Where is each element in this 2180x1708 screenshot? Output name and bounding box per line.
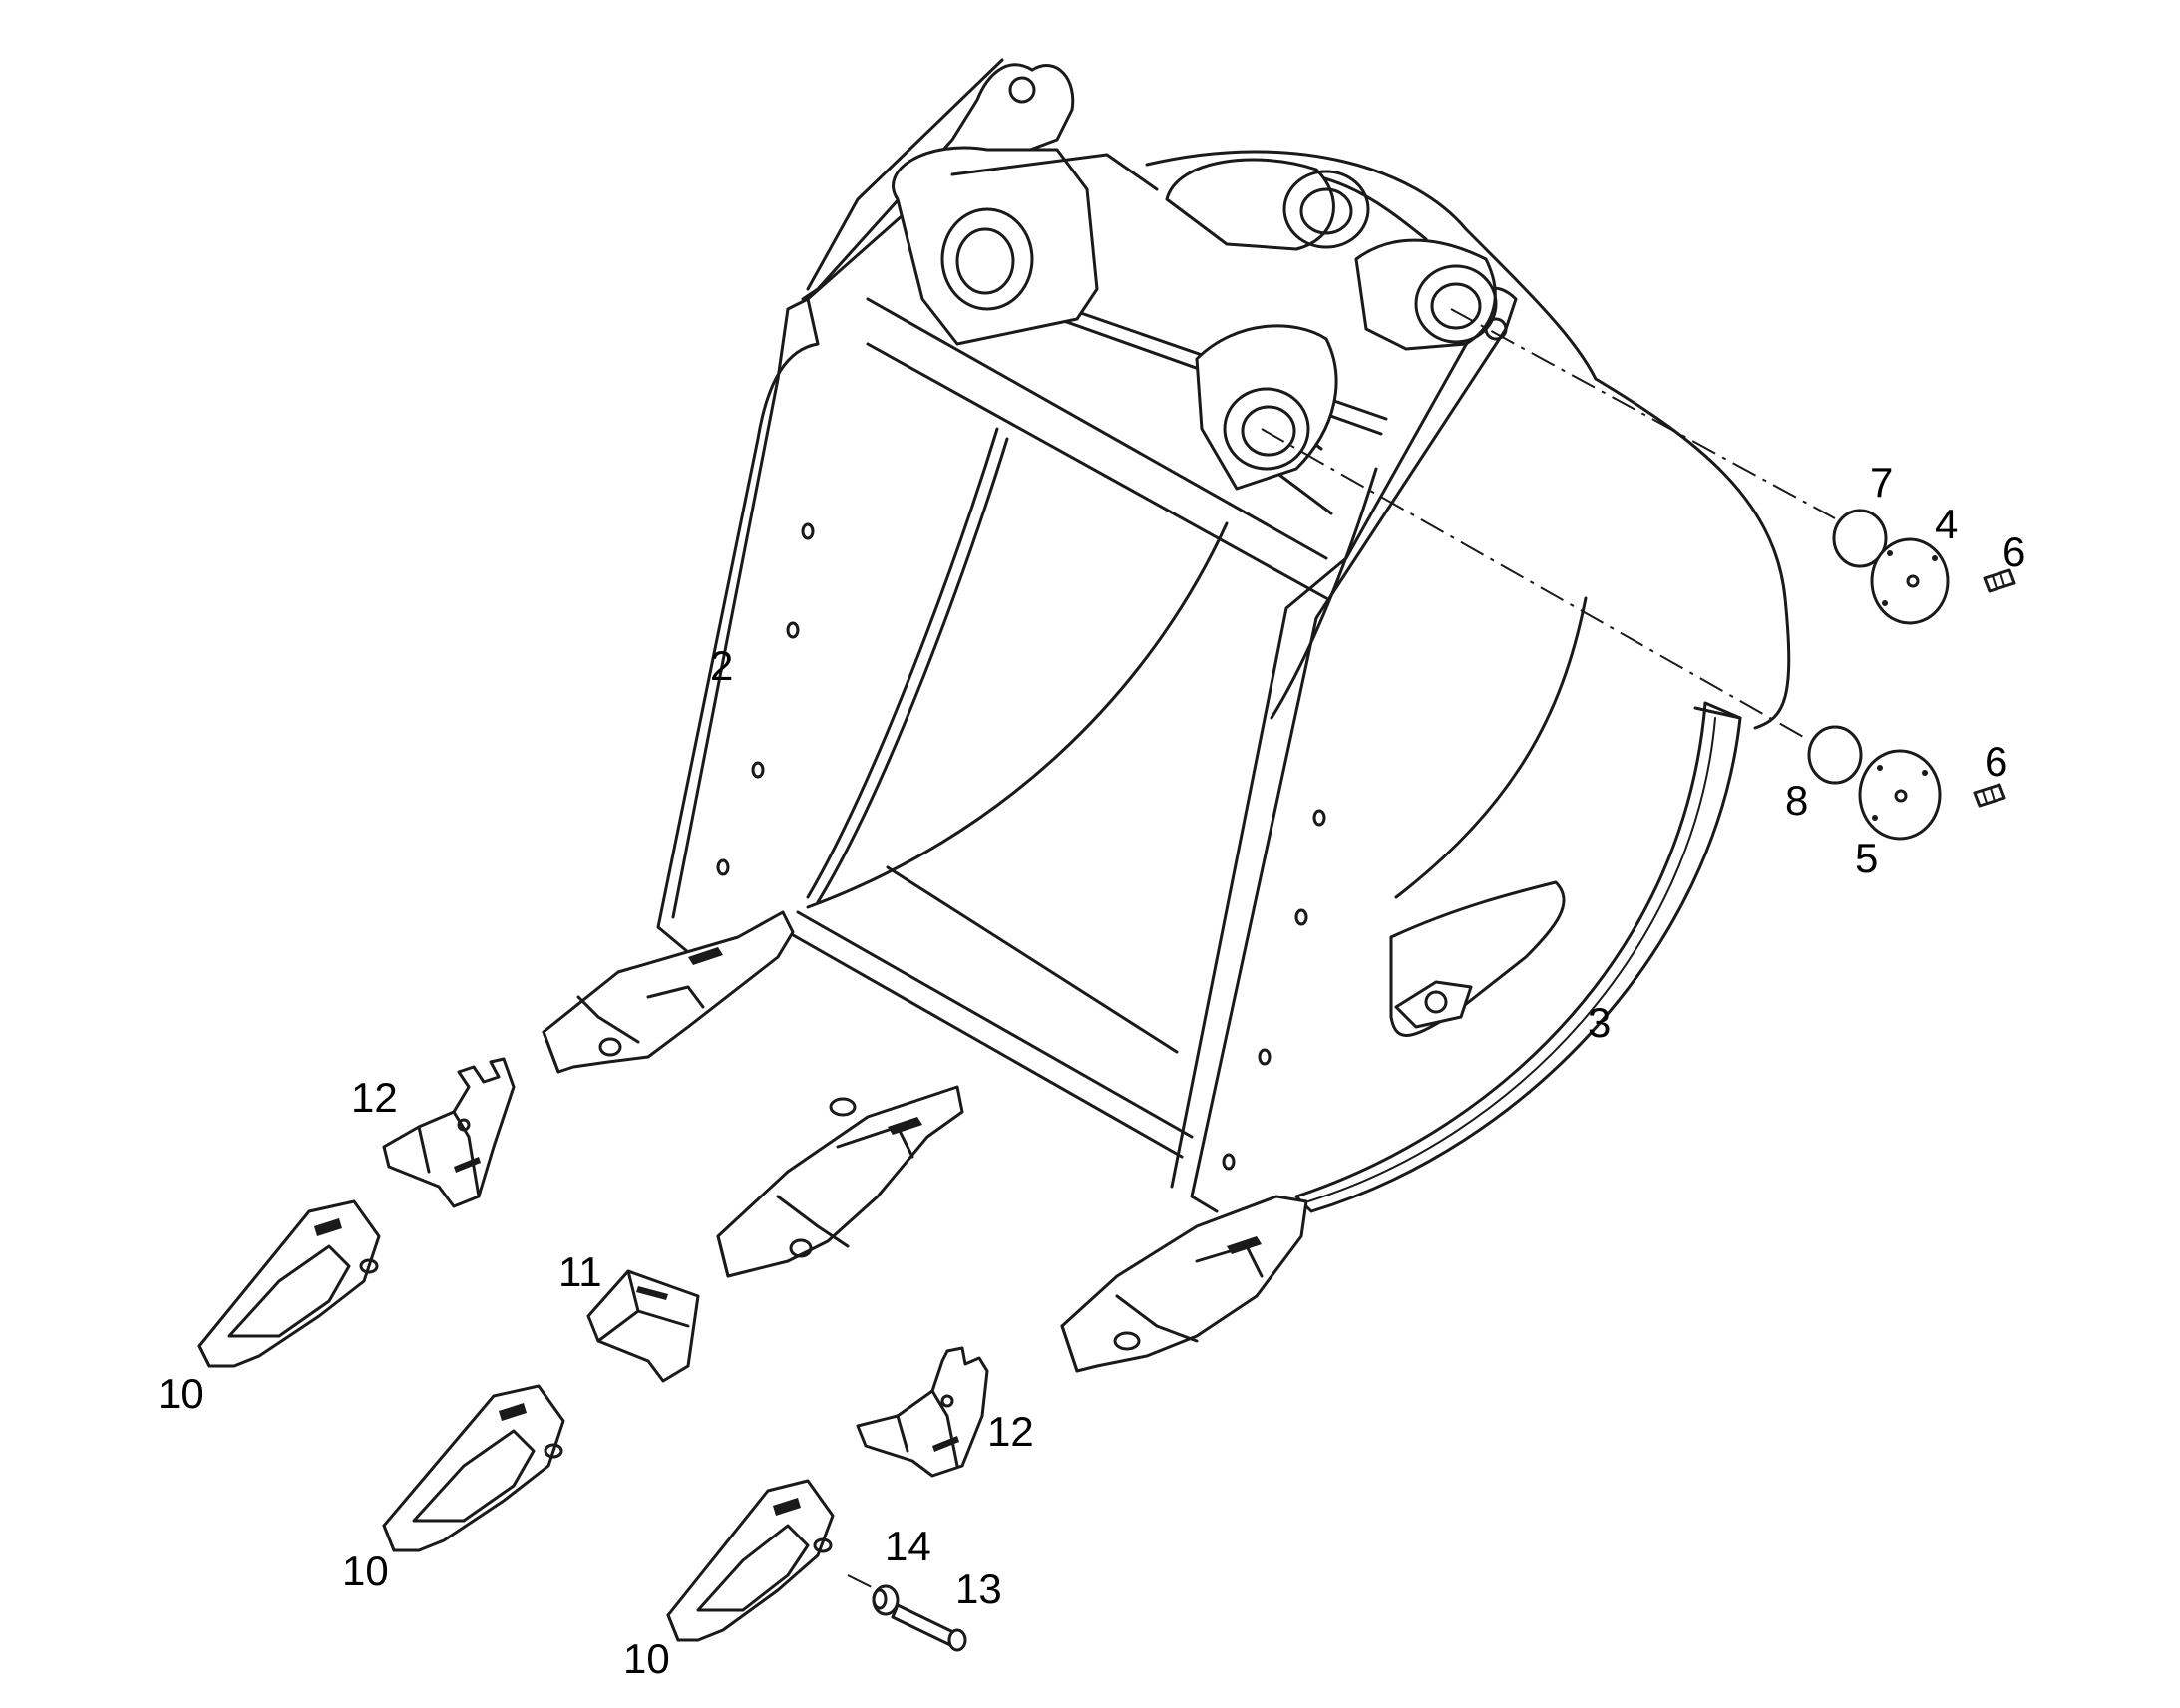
mounted-tooth-center — [716, 1085, 964, 1278]
part-7-o-ring — [1832, 509, 1888, 568]
part-4-cover-plate — [1870, 537, 1950, 625]
callout-8: 8 — [1785, 777, 1808, 824]
part-10-tooth-2 — [382, 1384, 565, 1552]
part-10-tooth-3 — [666, 1479, 835, 1642]
callout-4: 4 — [1935, 501, 1958, 547]
part-5-cover-plate — [1858, 749, 1942, 841]
callout-12-upper: 12 — [351, 1074, 398, 1121]
callout-13: 13 — [955, 1565, 1002, 1612]
part-14-retainer — [872, 1584, 900, 1616]
callout-6-upper: 6 — [2002, 528, 2025, 575]
bucket-body — [656, 58, 1791, 1213]
callout-10-a: 10 — [158, 1370, 204, 1417]
mounted-tooth-left — [542, 910, 795, 1074]
part-12-adapter-upper — [382, 1057, 516, 1208]
callout-2: 2 — [710, 642, 733, 689]
callout-10-b: 10 — [342, 1547, 389, 1594]
callout-10-c: 10 — [623, 1635, 670, 1682]
callout-6-lower: 6 — [1985, 738, 2007, 785]
part-10-tooth-1 — [197, 1199, 381, 1368]
callout-3: 3 — [1588, 999, 1611, 1046]
callout-14: 14 — [885, 1523, 931, 1569]
assembly-centerlines — [847, 308, 1836, 1591]
callout-7: 7 — [1870, 459, 1893, 506]
callout-11: 11 — [558, 1248, 602, 1295]
part-8-o-ring — [1807, 725, 1863, 785]
part-12-adapter-lower — [856, 1346, 989, 1478]
callout-5: 5 — [1855, 835, 1878, 881]
callout-12-lower: 12 — [987, 1408, 1034, 1455]
part-6-bolt-upper — [1983, 568, 2016, 593]
part-11-wear-cap — [586, 1269, 700, 1383]
part-13-pin — [891, 1603, 967, 1652]
callout-labels: 2 3 4 5 6 6 7 8 10 10 10 11 12 12 13 14 — [158, 459, 2025, 1682]
mounted-tooth-right — [1060, 1195, 1308, 1373]
part-6-bolt-lower — [1973, 783, 2006, 808]
